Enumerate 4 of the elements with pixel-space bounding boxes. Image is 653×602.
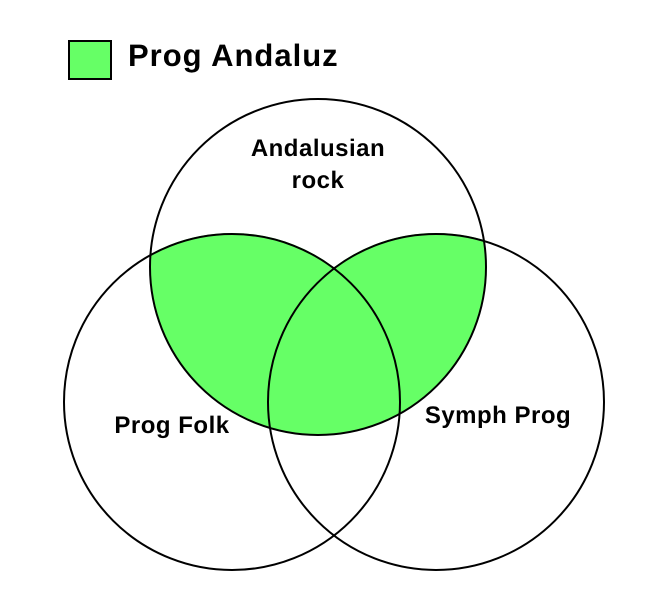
set-label: Symph Prog xyxy=(424,401,572,431)
set-label: Andalusian rock xyxy=(250,134,386,196)
legend-label: Prog Andaluz xyxy=(128,37,339,75)
set-label: Prog Folk xyxy=(113,411,231,441)
